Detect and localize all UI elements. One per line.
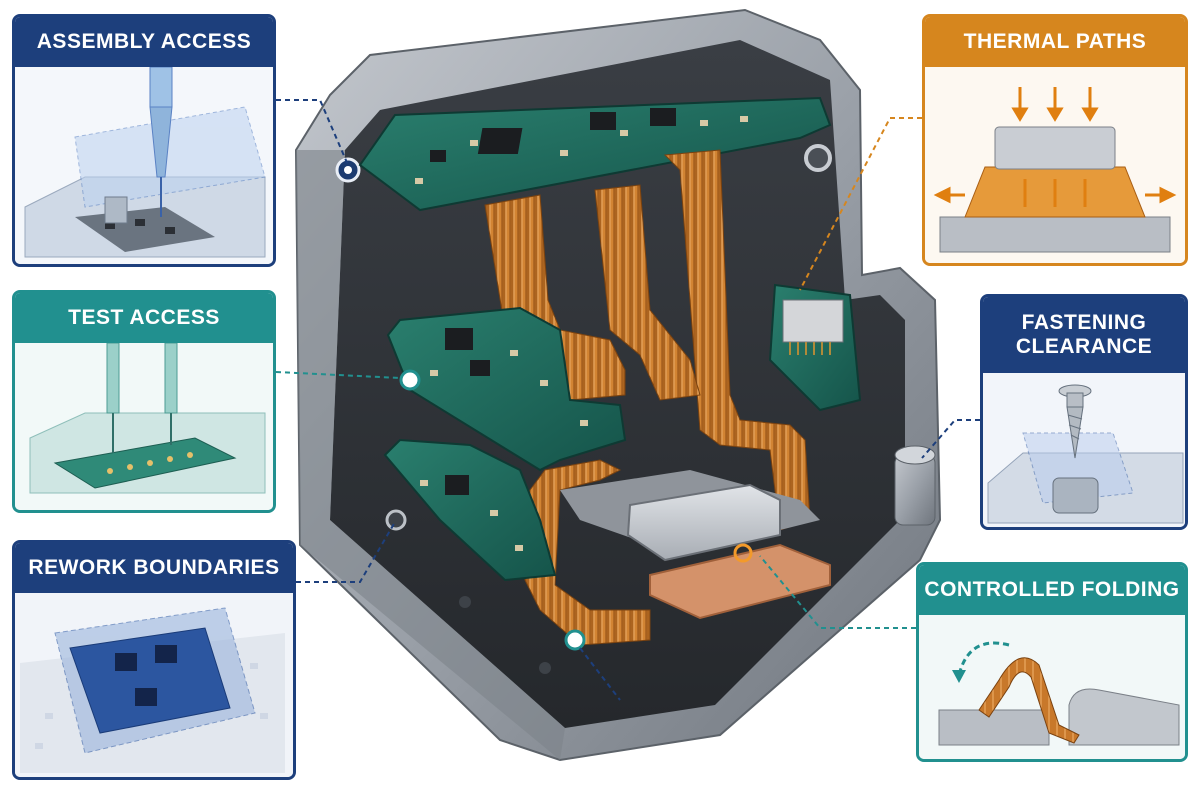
thermal-paths-art (925, 67, 1185, 263)
rework-boundaries-art (15, 593, 293, 777)
callout-title: TEST ACCESS (15, 293, 273, 343)
lower-pcb (383, 438, 557, 582)
heat-arrow-icon (933, 87, 1177, 207)
assembly-access-art (15, 67, 273, 264)
callout-thermal-paths: THERMAL PATHS (922, 14, 1188, 266)
callout-title: FASTENING CLEARANCE (983, 297, 1185, 373)
test-probe-icon (106, 343, 178, 453)
callout-controlled-folding: CONTROLLED FOLDING (916, 562, 1188, 762)
marker-test-access (399, 369, 421, 391)
fastening-clearance-art (983, 373, 1185, 527)
callout-rework-boundaries: REWORK BOUNDARIES (12, 540, 296, 780)
fold-arrow-icon (952, 641, 1010, 683)
test-access-art (15, 343, 273, 510)
standoff-post (894, 445, 936, 526)
connector-board (768, 283, 862, 412)
controlled-folding-art (919, 615, 1185, 759)
callout-assembly-access: ASSEMBLY ACCESS (12, 14, 276, 267)
rigid-flex-enclosure-illustration (294, 8, 942, 762)
callout-title: THERMAL PATHS (925, 17, 1185, 67)
marker-folding (564, 629, 586, 651)
top-pcb (358, 96, 832, 212)
callout-title: CONTROLLED FOLDING (919, 565, 1185, 615)
nozzle-icon (149, 67, 173, 217)
callout-fastening-clearance: FASTENING CLEARANCE (980, 294, 1188, 530)
screw-icon (1058, 384, 1092, 459)
callout-title: REWORK BOUNDARIES (15, 543, 293, 593)
middle-pcb (386, 306, 627, 472)
callout-test-access: TEST ACCESS (12, 290, 276, 513)
callout-title: ASSEMBLY ACCESS (15, 17, 273, 67)
